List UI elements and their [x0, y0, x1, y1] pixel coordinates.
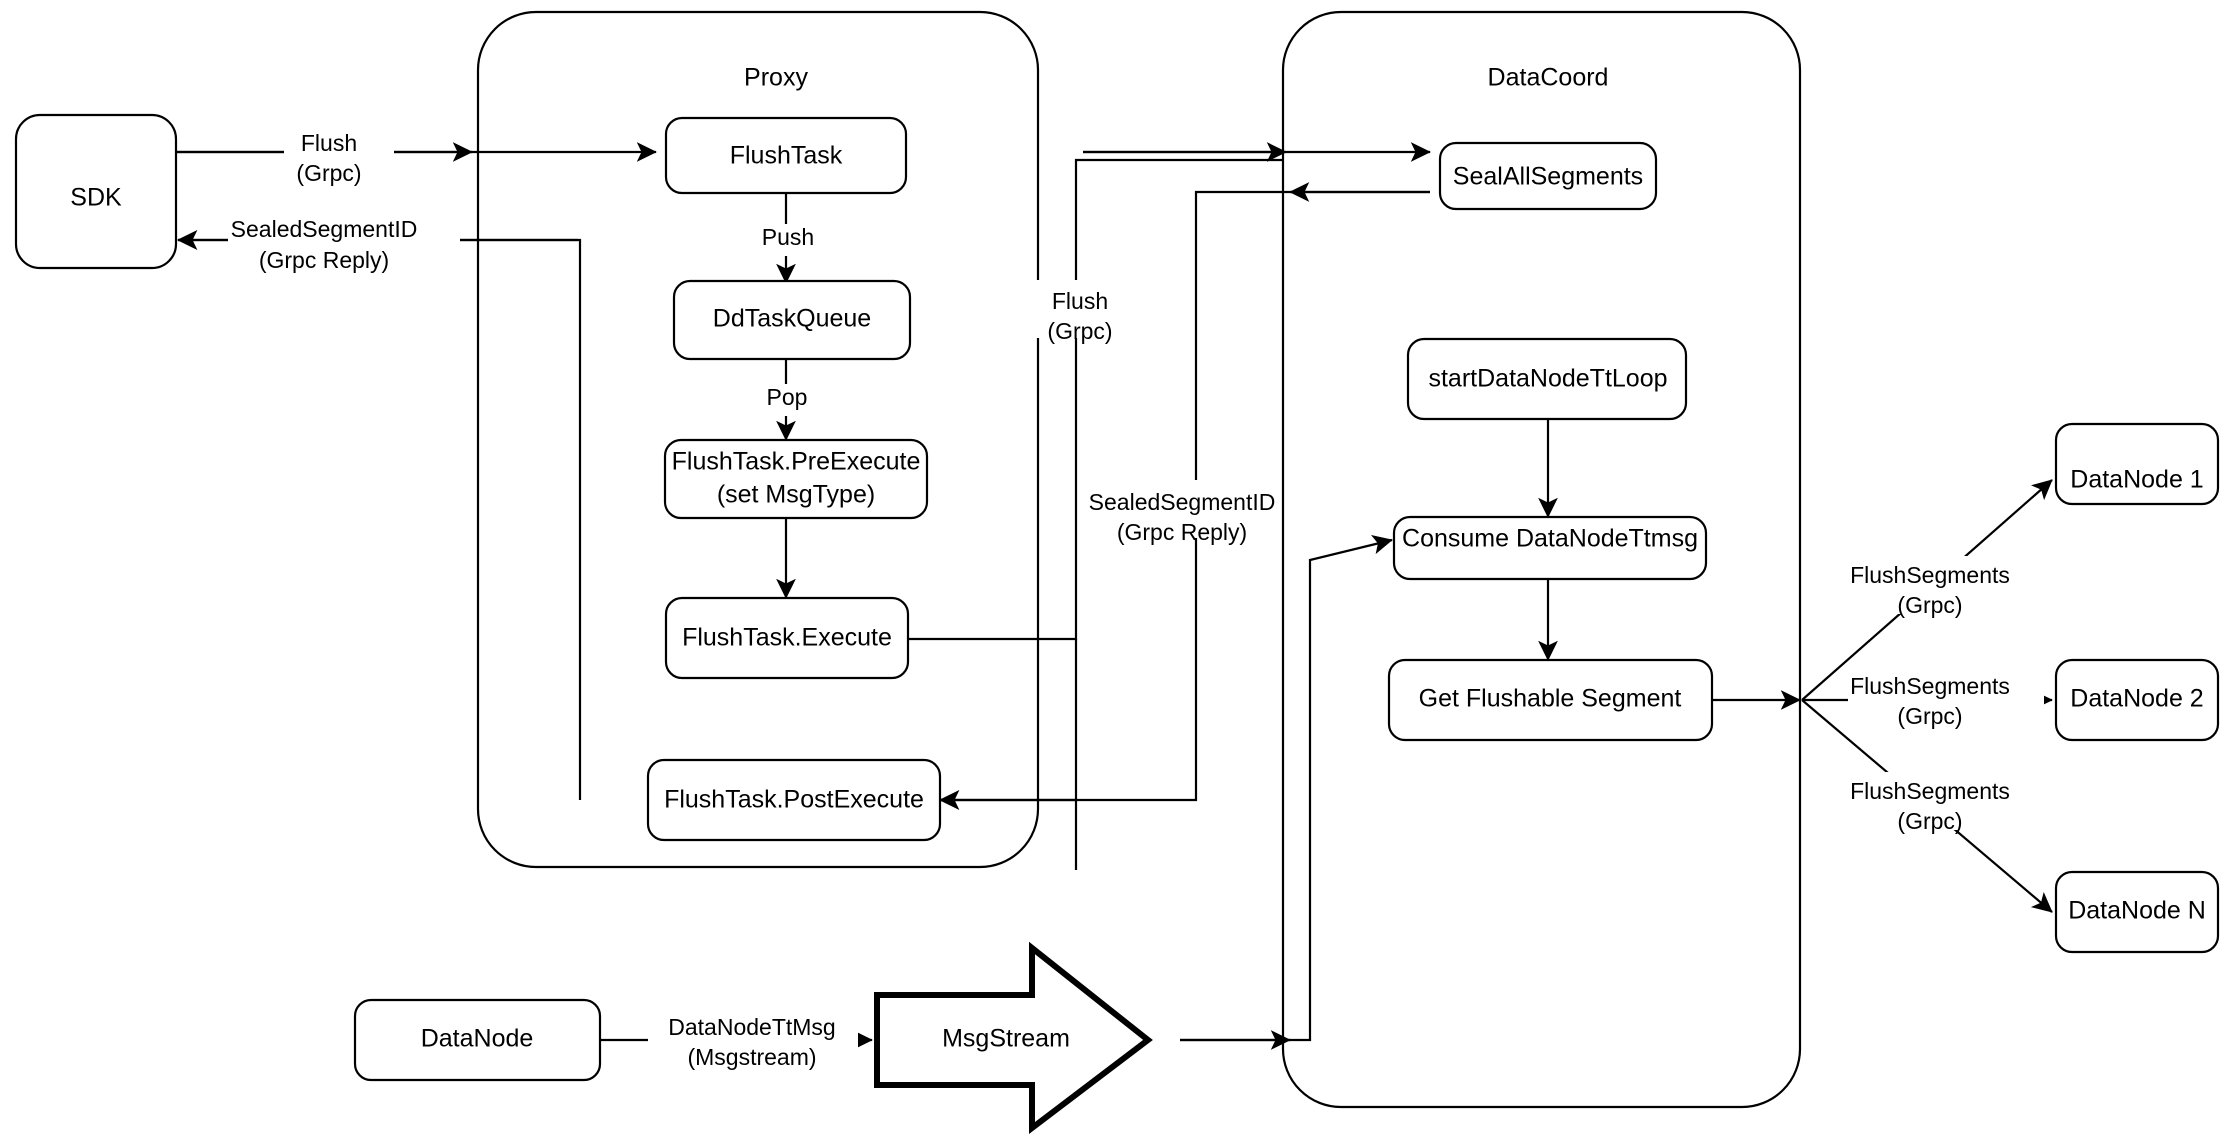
datanode-source-box[interactable]	[353, 998, 602, 1082]
node-flushtask-execute[interactable]: FlushTask.Execute	[664, 596, 910, 680]
edge-label-flushsegments-2: FlushSegments (Grpc)	[1848, 668, 2044, 729]
node-consume-datanode-ttmsg[interactable]: Consume DataNodeTtmsg	[1392, 515, 1708, 581]
datanode-source-label: DataNode	[421, 1025, 534, 1053]
flushsegments-n-line1: FlushSegments	[1850, 778, 2010, 804]
edge-execute-to-rail	[908, 158, 1283, 641]
label-bg	[748, 224, 828, 256]
sdk-box[interactable]	[14, 113, 178, 270]
edge-msgstream-to-consume	[1180, 534, 1393, 1042]
pop-label: Pop	[767, 384, 808, 410]
label-bg	[752, 384, 822, 416]
edge-label-pop: Pop	[752, 384, 822, 416]
execute-box[interactable]	[664, 596, 910, 680]
consume-ttmsg-label: Consume DataNodeTtmsg	[1402, 525, 1698, 553]
flushtask-label: FlushTask	[730, 142, 843, 170]
node-msgstream[interactable]: MsgStream	[874, 941, 1153, 1135]
flushsegments-1-line1: FlushSegments	[1850, 562, 2010, 588]
datanode-n-label: DataNode N	[2068, 897, 2206, 925]
datanode-ttmsg-line2: (Msgstream)	[687, 1044, 816, 1070]
ddtaskqueue-label: DdTaskQueue	[713, 305, 871, 333]
label-bg	[1848, 668, 2044, 726]
execute-label: FlushTask.Execute	[682, 624, 892, 652]
datanode-2-box[interactable]	[2054, 658, 2220, 742]
flush-grpc-sdk-line2: (Grpc)	[296, 160, 361, 186]
edge-label-flush-grpc-sdk: Flush (Grpc)	[284, 128, 394, 186]
node-sealallsegments[interactable]: SealAllSegments	[1438, 141, 1658, 211]
node-datanode-1[interactable]: DataNode 1	[2054, 422, 2220, 506]
edge-label-sealedsegmentid-sdk: SealedSegmentID (Grpc Reply)	[228, 216, 460, 274]
start-ttloop-label: startDataNodeTtLoop	[1428, 365, 1667, 393]
sealedsegmentid-coord-line2: (Grpc Reply)	[1117, 519, 1247, 545]
datacoord-container-label: DataCoord	[1488, 64, 1609, 92]
sealedsegmentid-coord-line1: SealedSegmentID	[1089, 489, 1276, 515]
datanode-1-box[interactable]	[2054, 422, 2220, 506]
start-ttloop-box[interactable]	[1406, 337, 1688, 421]
node-get-flushable-segment[interactable]: Get Flushable Segment	[1387, 658, 1714, 742]
flushsegments-n-line2: (Grpc)	[1897, 808, 1962, 834]
flushsegments-2-line1: FlushSegments	[1850, 673, 2010, 699]
sealallsegments-box[interactable]	[1438, 141, 1658, 211]
preexecute-label-line1: FlushTask.PreExecute	[672, 448, 921, 476]
datanode-2-label: DataNode 2	[2070, 685, 2203, 713]
flush-grpc-coord-line1: Flush	[1052, 288, 1108, 314]
label-bg	[1086, 480, 1278, 538]
flushsegments-2-line2: (Grpc)	[1897, 703, 1962, 729]
flush-grpc-coord-line2: (Grpc)	[1047, 318, 1112, 344]
postexecute-label: FlushTask.PostExecute	[664, 786, 924, 814]
push-label: Push	[762, 224, 814, 250]
node-datanode-source[interactable]: DataNode	[353, 998, 602, 1082]
node-ddtaskqueue[interactable]: DdTaskQueue	[672, 279, 912, 361]
node-flushtask-preexecute[interactable]: FlushTask.PreExecute (set MsgType)	[663, 438, 929, 520]
node-datanode-n[interactable]: DataNode N	[2054, 870, 2220, 954]
label-bg	[1848, 556, 2044, 614]
flush-grpc-sdk-line1: Flush	[301, 130, 357, 156]
flushsegments-1-line2: (Grpc)	[1897, 592, 1962, 618]
datanode-n-box[interactable]	[2054, 870, 2220, 954]
label-bg	[648, 1012, 858, 1070]
node-datanode-2[interactable]: DataNode 2	[2054, 658, 2220, 742]
flushtask-box[interactable]	[664, 116, 908, 195]
proxy-container-label: Proxy	[744, 64, 808, 92]
msgstream-label: MsgStream	[942, 1025, 1070, 1053]
label-bg	[284, 128, 394, 186]
edge-label-flush-grpc-coord: Flush (Grpc)	[1028, 280, 1128, 344]
sealedsegmentid-sdk-line2: (Grpc Reply)	[259, 247, 389, 273]
datanode-ttmsg-line1: DataNodeTtMsg	[668, 1014, 835, 1040]
node-sdk[interactable]: SDK	[14, 113, 178, 270]
edge-label-sealedsegmentid-coord: SealedSegmentID (Grpc Reply)	[1086, 480, 1278, 545]
get-flushable-label: Get Flushable Segment	[1419, 685, 1682, 713]
edge-label-flushsegments-1: FlushSegments (Grpc)	[1848, 556, 2044, 618]
msgstream-arrow-shape[interactable]	[874, 941, 1153, 1135]
get-flushable-box[interactable]	[1387, 658, 1714, 742]
consume-ttmsg-box[interactable]	[1392, 515, 1708, 581]
node-flushtask-postexecute[interactable]: FlushTask.PostExecute	[646, 758, 942, 842]
label-bg	[1848, 772, 2044, 830]
sdk-label: SDK	[70, 184, 122, 212]
node-start-datanode-ttloop[interactable]: startDataNodeTtLoop	[1406, 337, 1688, 421]
sealallsegments-label: SealAllSegments	[1453, 163, 1643, 191]
label-bg	[228, 216, 460, 274]
ddtaskqueue-box[interactable]	[672, 279, 912, 361]
preexecute-label-line2: (set MsgType)	[717, 481, 875, 509]
sealedsegmentid-sdk-line1: SealedSegmentID	[231, 216, 418, 242]
edge-label-flushsegments-n: FlushSegments (Grpc)	[1848, 772, 2044, 834]
label-bg	[1028, 280, 1128, 338]
edge-label-datanode-ttmsg: DataNodeTtMsg (Msgstream)	[648, 1012, 858, 1070]
node-flushtask[interactable]: FlushTask	[664, 116, 908, 195]
postexecute-box[interactable]	[646, 758, 942, 842]
preexecute-box[interactable]	[663, 438, 929, 520]
datanode-1-label: DataNode 1	[2070, 466, 2203, 494]
edge-label-push: Push	[748, 224, 828, 256]
